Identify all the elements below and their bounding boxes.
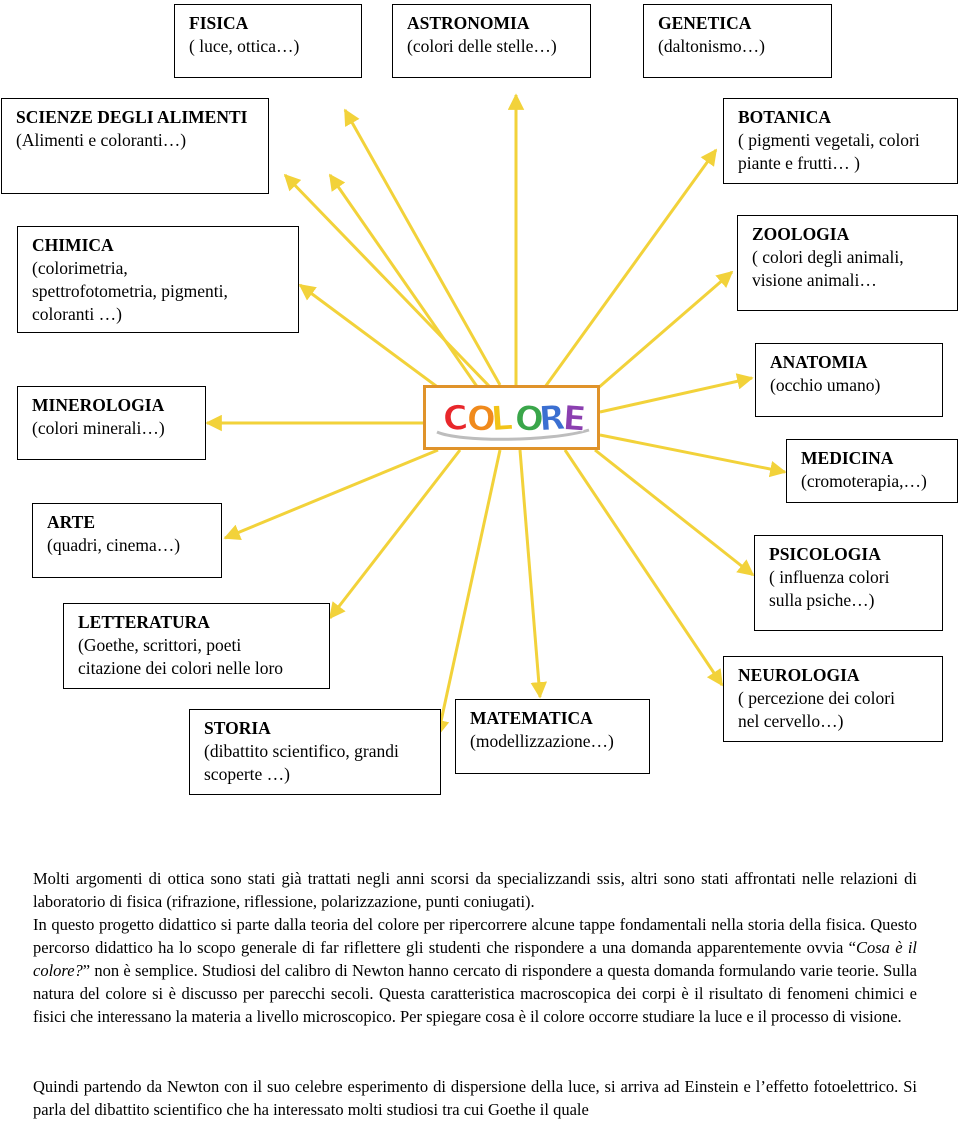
arrow-astronomia bbox=[343, 108, 502, 386]
topic-scienze-alimenti: SCIENZE DEGLI ALIMENTI (Alimenti e color… bbox=[1, 98, 269, 194]
logo-letter-o: O bbox=[514, 398, 546, 440]
paragraph-2: In questo progetto didattico si parte da… bbox=[33, 913, 917, 1028]
topic-desc: (cromoterapia,…) bbox=[801, 471, 927, 491]
topic-letteratura: LETTERATURA (Goethe, scrittori, poeti ci… bbox=[63, 603, 330, 689]
topic-desc: (colorimetria, spettrofotometria, pigmen… bbox=[32, 258, 228, 324]
topic-title: FISICA bbox=[189, 13, 249, 33]
topic-desc: (occhio umano) bbox=[770, 375, 881, 395]
topic-mineralogia: MINEROLOGIA (colori minerali…) bbox=[17, 386, 206, 460]
topic-title: LETTERATURA bbox=[78, 612, 210, 632]
topic-title: MEDICINA bbox=[801, 448, 894, 468]
topic-desc: (colori delle stelle…) bbox=[407, 36, 557, 56]
logo-letter-c: C bbox=[442, 398, 470, 440]
topic-title: NEUROLOGIA bbox=[738, 665, 860, 685]
topic-neurologia: NEUROLOGIA ( percezione dei colori nel c… bbox=[723, 656, 943, 742]
logo-letter-l: L bbox=[490, 398, 514, 439]
paragraph-2-part-b: ” non è semplice. Studiosi del calibro d… bbox=[33, 961, 917, 1026]
arrow-medicina bbox=[599, 433, 787, 478]
arrow-fisica bbox=[328, 173, 480, 389]
logo-swoosh bbox=[436, 428, 590, 441]
topic-fisica: FISICA ( luce, ottica…) bbox=[174, 4, 362, 78]
topic-storia: STORIA (dibattito scientifico, grandi sc… bbox=[189, 709, 441, 795]
topic-matematica: MATEMATICA (modellizzazione…) bbox=[455, 699, 650, 774]
arrow-botanica bbox=[543, 148, 718, 388]
topic-desc: (colori minerali…) bbox=[32, 418, 165, 438]
topic-title: STORIA bbox=[204, 718, 271, 738]
topic-arte: ARTE (quadri, cinema…) bbox=[32, 503, 222, 578]
arrow-chimica bbox=[298, 283, 456, 402]
paragraph-2-part-a: In questo progetto didattico si parte da… bbox=[33, 915, 917, 957]
topic-title: SCIENZE DEGLI ALIMENTI bbox=[16, 107, 248, 127]
topic-title: BOTANICA bbox=[738, 107, 832, 127]
topic-title: PSICOLOGIA bbox=[769, 544, 881, 564]
arrow-neurologia bbox=[563, 449, 724, 687]
arrow-zoologia bbox=[589, 270, 734, 397]
topic-astronomia: ASTRONOMIA (colori delle stelle…) bbox=[392, 4, 591, 78]
topic-title: CHIMICA bbox=[32, 235, 114, 255]
topic-desc: ( colori degli animali, visione animali… bbox=[752, 247, 904, 290]
topic-desc: (daltonismo…) bbox=[658, 36, 765, 56]
topic-title: ARTE bbox=[47, 512, 96, 532]
topic-desc: (Alimenti e coloranti…) bbox=[16, 130, 187, 150]
topic-title: MATEMATICA bbox=[470, 708, 593, 728]
topic-medicina: MEDICINA (cromoterapia,…) bbox=[786, 439, 958, 503]
topic-desc: (dibattito scientifico, grandi scoperte … bbox=[204, 741, 399, 784]
topic-title: ASTRONOMIA bbox=[407, 13, 530, 33]
arrow-storia bbox=[433, 449, 502, 737]
logo-letter-o: O bbox=[466, 398, 498, 440]
paragraph-3: Quindi partendo da Newton con il suo cel… bbox=[33, 1077, 917, 1119]
topic-desc: (Goethe, scrittori, poeti citazione dei … bbox=[78, 635, 284, 678]
topic-title: ZOOLOGIA bbox=[752, 224, 850, 244]
topic-title: ANATOMIA bbox=[770, 352, 868, 372]
topic-chimica: CHIMICA (colorimetria, spettrofotometria… bbox=[17, 226, 299, 333]
paragraph-2-question: Cosa è il colore? bbox=[33, 938, 917, 980]
topic-desc: ( pigmenti vegetali, colori piante e fru… bbox=[738, 130, 920, 173]
logo-letter-r: R bbox=[538, 397, 567, 439]
topic-genetica: GENETICA (daltonismo…) bbox=[643, 4, 832, 78]
arrow-psicologia bbox=[594, 448, 755, 577]
topic-desc: ( luce, ottica…) bbox=[189, 36, 300, 56]
topic-botanica: BOTANICA ( pigmenti vegetali, colori pia… bbox=[723, 98, 958, 184]
topic-desc: ( percezione dei colori nel cervello…) bbox=[738, 688, 895, 731]
topic-anatomia: ANATOMIA (occhio umano) bbox=[755, 343, 943, 417]
topic-desc: (quadri, cinema…) bbox=[47, 535, 181, 555]
arrow-letteratura bbox=[328, 449, 462, 620]
topic-desc: ( influenza colori sulla psiche…) bbox=[769, 567, 890, 610]
topic-desc: (modellizzazione…) bbox=[470, 731, 614, 751]
logo-letter-e: E bbox=[562, 398, 588, 440]
arrow-scienze bbox=[283, 173, 492, 389]
arrow-anatomia bbox=[599, 373, 754, 414]
topic-title: GENETICA bbox=[658, 13, 752, 33]
topic-title: MINEROLOGIA bbox=[32, 395, 165, 415]
topic-psicologia: PSICOLOGIA ( influenza colori sulla psic… bbox=[754, 535, 943, 631]
arrow-arte bbox=[223, 448, 439, 540]
paragraph-1: Molti argomenti di ottica sono stati già… bbox=[33, 869, 917, 911]
topic-zoologia: ZOOLOGIA ( colori degli animali, visione… bbox=[737, 215, 958, 311]
arrow-matematica bbox=[518, 449, 548, 699]
